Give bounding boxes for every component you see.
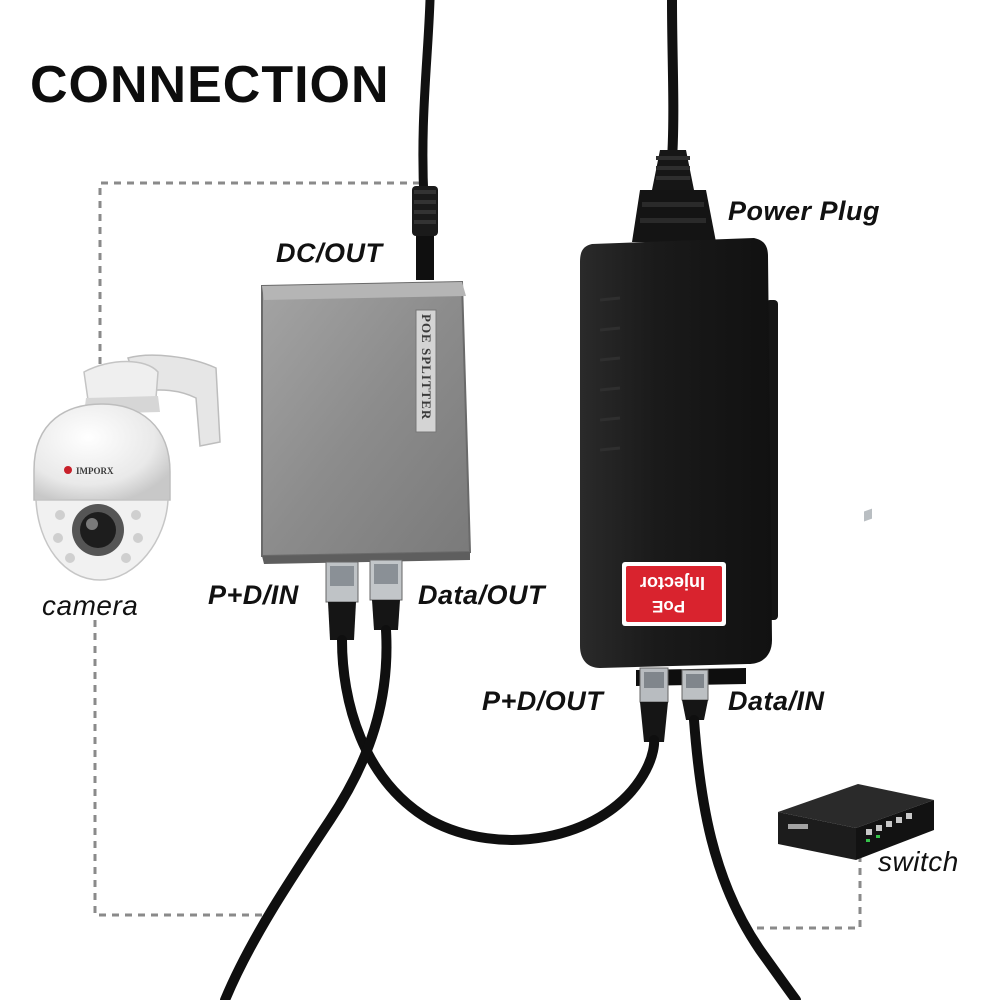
label-pd-in: P+D/IN [208,580,299,610]
label-camera: camera [42,590,139,621]
dashed-connector-switch [752,855,862,930]
splitter-label: POE SPLITTER [419,314,434,421]
label-switch: switch [878,846,959,877]
ethernet-cables [220,625,801,1000]
rj45-plugs-splitter [325,559,403,640]
power-cable-top [418,0,679,205]
network-switch [778,508,934,860]
dashed-connector-camera [93,181,420,917]
label-data-in: Data/IN [728,686,825,716]
injector-tag-line1: PoE [652,597,686,616]
power-plug-connector [632,150,716,242]
dc-barrel-connector [412,186,438,280]
rj45-plugs-injector [639,667,709,742]
label-dc-out: DC/OUT [276,238,383,268]
label-pd-out: P+D/OUT [482,686,604,716]
label-power-plug: Power Plug [728,196,881,226]
label-data-out: Data/OUT [418,580,546,610]
poe-injector [580,238,778,686]
diagram-title: CONNECTION [30,56,390,114]
poe-splitter [261,280,472,564]
camera-brand: IMPORX [76,466,114,476]
injector-tag-line2: Injector [640,573,706,593]
ptz-camera: IMPORX [33,354,221,581]
